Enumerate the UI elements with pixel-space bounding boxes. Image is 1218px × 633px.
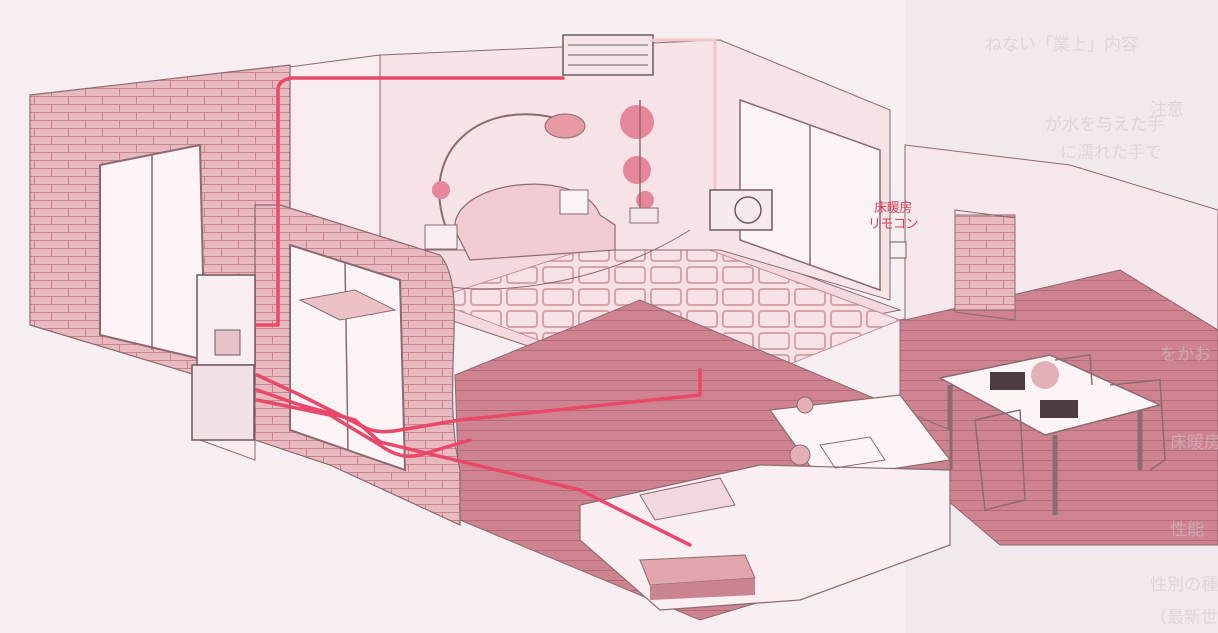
floor-heating-remote-label: 床暖房 リモコン — [858, 201, 928, 233]
bleed-text-4: に濡れた手で — [1060, 138, 1162, 163]
bleed-text-3: が水を与えた手 — [1045, 110, 1164, 135]
outdoor-unit-icon — [710, 190, 772, 230]
air-conditioner-icon — [563, 35, 653, 75]
bleed-text-8: 性別の種しい場や — [1150, 570, 1218, 595]
bleed-text-9: （最新世界） — [1150, 603, 1218, 628]
bleed-text-6: 床暖房 — [1170, 428, 1218, 453]
bleed-text-5: をかお — [1160, 340, 1211, 365]
bleed-text-7: 性能 — [1170, 515, 1204, 540]
remote-label-line1: 床暖房 — [858, 201, 928, 217]
bleed-text-1: ねない「業上」内容 — [985, 30, 1138, 55]
floor-heating-remote-icon — [890, 242, 906, 258]
water-heater-icon — [192, 275, 255, 440]
remote-label-line2: リモコン — [858, 217, 928, 233]
